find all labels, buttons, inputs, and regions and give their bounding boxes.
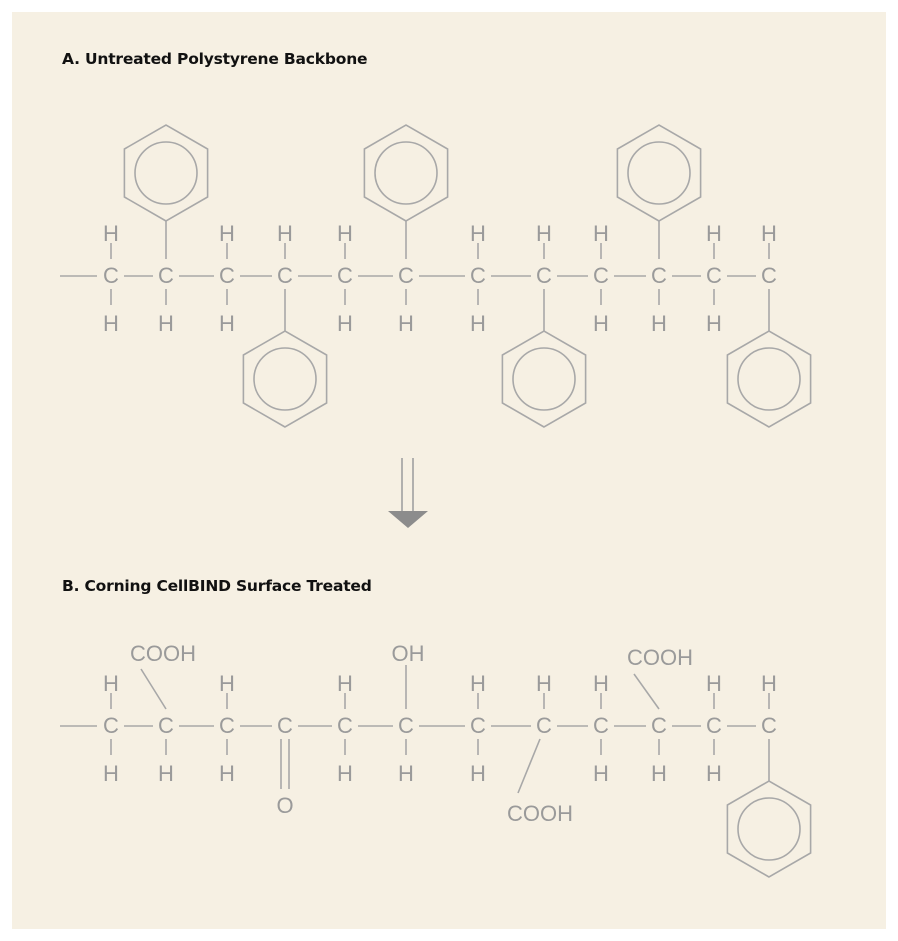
hydrogen-atom: H xyxy=(337,311,353,336)
section-a-title: A. Untreated Polystyrene Backbone xyxy=(62,50,368,68)
carbon-atom: C xyxy=(277,713,293,738)
carboxyl-group: COOH xyxy=(507,801,573,826)
hydrogen-atom: H xyxy=(651,761,667,786)
carbon-atom: C xyxy=(337,263,353,288)
hydrogen-atom: H xyxy=(337,761,353,786)
carboxyl-group: COOH xyxy=(130,641,196,666)
bond xyxy=(633,673,660,710)
hydrogen-atom: H xyxy=(103,221,119,246)
benzene-ring-icon xyxy=(242,330,328,428)
carbon-atom: C xyxy=(536,263,552,288)
carbon-atom: C xyxy=(337,713,353,738)
hydrogen-atom: H xyxy=(158,311,174,336)
carbon-atom: C xyxy=(706,263,722,288)
hydrogen-atom: H xyxy=(470,671,486,696)
carbon-atom: C xyxy=(470,263,486,288)
hydrogen-atom: H xyxy=(219,221,235,246)
carbon-atom: C xyxy=(398,263,414,288)
carbon-atom: C xyxy=(706,713,722,738)
carbon-atom: C xyxy=(103,713,119,738)
hydrogen-atom: H xyxy=(536,671,552,696)
structure-b-treated: CHHCCOOHHCHHCOCHHCOHHCHHCHCOOHCHHCCOOHHC… xyxy=(60,641,812,878)
hydrogen-atom: H xyxy=(593,671,609,696)
hydrogen-atom: H xyxy=(761,221,777,246)
carbon-atom: C xyxy=(761,713,777,738)
hydrogen-atom: H xyxy=(337,671,353,696)
hydrogen-atom: H xyxy=(337,221,353,246)
carbon-atom: C xyxy=(651,713,667,738)
benzene-ring-icon xyxy=(726,780,812,878)
carbon-atom: C xyxy=(536,713,552,738)
carbon-atom: C xyxy=(593,713,609,738)
section-b-title: B. Corning CellBIND Surface Treated xyxy=(62,577,372,595)
carbon-atom: C xyxy=(470,713,486,738)
hydrogen-atom: H xyxy=(706,671,722,696)
hydrogen-atom: H xyxy=(103,311,119,336)
hydrogen-atom: H xyxy=(219,761,235,786)
carbon-atom: C xyxy=(103,263,119,288)
hydrogen-atom: H xyxy=(470,311,486,336)
benzene-ring-icon xyxy=(123,124,209,222)
hydrogen-atom: H xyxy=(470,221,486,246)
carbon-atom: C xyxy=(219,263,235,288)
carbon-atom: C xyxy=(761,263,777,288)
hydrogen-atom: H xyxy=(651,311,667,336)
hydrogen-atom: H xyxy=(470,761,486,786)
benzene-ring-icon xyxy=(616,124,702,222)
hydrogen-atom: H xyxy=(398,311,414,336)
bond xyxy=(517,738,541,794)
down-arrow-icon xyxy=(388,458,428,528)
hydrogen-atom: H xyxy=(593,761,609,786)
hydrogen-atom: H xyxy=(219,311,235,336)
carboxyl-group: COOH xyxy=(627,645,693,670)
carbon-atom: C xyxy=(593,263,609,288)
hydrogen-atom: H xyxy=(761,671,777,696)
hydroxyl-group: OH xyxy=(392,641,425,666)
diagram-panel xyxy=(12,12,886,929)
hydrogen-atom: H xyxy=(277,221,293,246)
hydrogen-atom: H xyxy=(158,761,174,786)
bond xyxy=(140,668,167,710)
carbon-atom: C xyxy=(398,713,414,738)
hydrogen-atom: H xyxy=(593,311,609,336)
carbon-atom: C xyxy=(158,713,174,738)
hydrogen-atom: H xyxy=(706,311,722,336)
oxygen-atom: O xyxy=(276,793,293,818)
hydrogen-atom: H xyxy=(103,671,119,696)
carbon-atom: C xyxy=(158,263,174,288)
benzene-ring-icon xyxy=(501,330,587,428)
hydrogen-atom: H xyxy=(103,761,119,786)
hydrogen-atom: H xyxy=(706,221,722,246)
benzene-ring-icon xyxy=(726,330,812,428)
hydrogen-atom: H xyxy=(536,221,552,246)
carbon-atom: C xyxy=(277,263,293,288)
carbon-atom: C xyxy=(651,263,667,288)
hydrogen-atom: H xyxy=(398,761,414,786)
hydrogen-atom: H xyxy=(593,221,609,246)
carbon-atom: C xyxy=(219,713,235,738)
hydrogen-atom: H xyxy=(706,761,722,786)
benzene-ring-icon xyxy=(363,124,449,222)
hydrogen-atom: H xyxy=(219,671,235,696)
